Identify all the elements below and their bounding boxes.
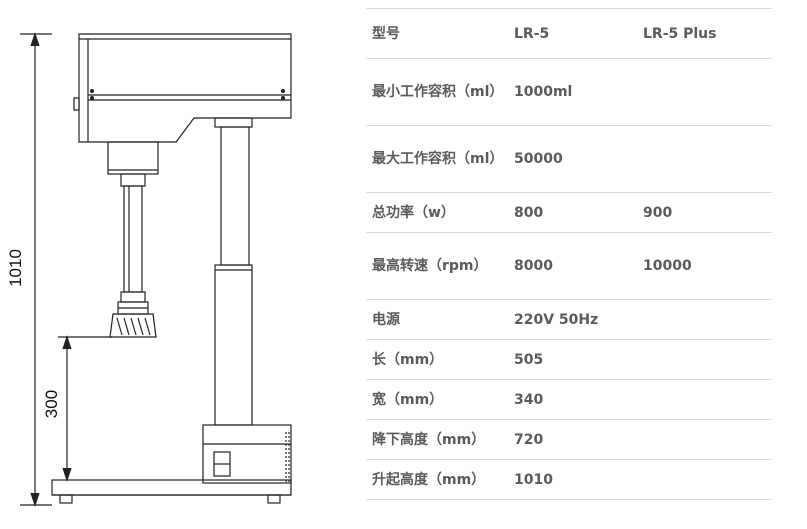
total-height-value: 1010 [6, 249, 25, 287]
row-label: 升起高度（mm） [372, 471, 486, 488]
total-height-dimension-line [20, 32, 52, 507]
row-value-lr5plus: 10000 [643, 258, 692, 274]
table-row: 最小工作容积（ml） 1000ml [366, 59, 772, 126]
product-dimension-drawing: 1010 300 [6, 32, 292, 507]
motor-head-housing [73, 33, 292, 143]
control-box [202, 424, 292, 484]
table-row: 总功率（w） 800 900 [366, 193, 772, 233]
row-value-lr5: 220V 50Hz [514, 311, 599, 328]
row-value-lr5plus: 900 [643, 204, 673, 221]
row-label: 电源 [372, 311, 400, 328]
row-value-lr5: 720 [514, 431, 544, 448]
table-row: 最高转速（rpm） 8000 10000 [366, 233, 772, 300]
table-row: 长（mm） 505 [366, 340, 772, 380]
table-top-rule [366, 8, 772, 9]
row-value-lr5: 505 [514, 351, 544, 368]
row-value-lr5: 1000ml [514, 84, 573, 100]
row-label: 最大工作容积（ml） [372, 151, 504, 167]
lower-height-dimension-line [58, 335, 112, 482]
row-value-lr5: LR-5 [514, 25, 550, 42]
rotor-stator-head [109, 313, 157, 338]
table-row: 电源 220V 50Hz [366, 300, 772, 340]
table-row: 升起高度（mm） 1010 [366, 460, 772, 500]
base-plate [51, 479, 292, 504]
row-label: 最小工作容积（ml） [372, 84, 504, 100]
table-row: 型号 LR-5 LR-5 Plus [366, 9, 772, 59]
row-label: 型号 [372, 25, 400, 42]
row-value-lr5: 800 [514, 204, 544, 221]
row-label: 降下高度（mm） [372, 431, 486, 448]
lifting-column [214, 117, 253, 426]
lower-height-value: 300 [42, 390, 61, 418]
row-value-lr5: 8000 [514, 258, 553, 274]
table-row: 最大工作容积（ml） 50000 [366, 126, 772, 193]
spec-table: 型号 LR-5 LR-5 Plus 最小工作容积（ml） 1000ml 最大工作… [366, 8, 772, 500]
row-label: 长（mm） [372, 351, 444, 368]
row-value-lr5: 50000 [514, 151, 563, 167]
row-value-lr5: 340 [514, 391, 544, 408]
row-label: 最高转速（rpm） [372, 258, 488, 274]
row-label: 宽（mm） [372, 391, 444, 408]
table-row: 宽（mm） 340 [366, 380, 772, 420]
row-label: 总功率（w） [372, 204, 455, 221]
dispersing-shaft [107, 141, 159, 315]
row-value-lr5plus: LR-5 Plus [643, 25, 717, 42]
table-row: 降下高度（mm） 720 [366, 420, 772, 460]
row-value-lr5: 1010 [514, 471, 553, 488]
